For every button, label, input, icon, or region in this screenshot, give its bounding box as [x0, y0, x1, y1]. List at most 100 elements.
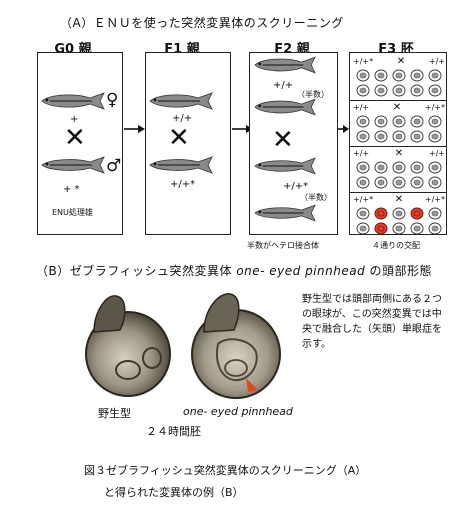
f3-embryo-icon — [410, 161, 424, 174]
title-b: （B）ゼブラフィッシュ突然変異体 one- eyed pinnhead の頭部形… — [36, 262, 432, 279]
f2-fish-1-icon — [254, 56, 316, 74]
wild-type-embryo-photo — [85, 295, 171, 397]
arrow-g0-f1-icon — [124, 125, 145, 133]
f3-embryo-icon — [392, 115, 406, 128]
f1-cross-mark: ✕ — [168, 123, 190, 153]
title-b-italic: one- eyed pinnhead — [236, 264, 366, 278]
f3-embryo-grid-1 — [356, 69, 444, 97]
f3-embryo-icon — [356, 207, 370, 220]
f3-row2-right: +/+* — [424, 103, 445, 112]
f3-embryo-grid-2 — [356, 115, 444, 143]
f3-embryo-icon — [374, 176, 388, 189]
f3-embryo-icon — [392, 207, 406, 220]
time-label: ２４時間胚 — [146, 425, 201, 438]
f3-embryo-icon — [356, 130, 370, 143]
f3-panel: +/+* ✕ +/+ +/+ ✕ +/+* +/+ ✕ +/+ +/+* ✕ +… — [349, 52, 447, 235]
f3-cross-row-2: +/+ ✕ +/+* — [353, 102, 445, 113]
figure-caption-line1: 図３ゼブラフィッシュ突然変異体のスクリーニング（A） — [84, 464, 367, 477]
f2-label-1-note: （半数） — [297, 90, 329, 99]
g0-cross-mark: ✕ — [64, 123, 86, 153]
description-text: 野生型では頭部両側にある２つの眼球が、この突然変異では中央で融合した（矢頭）単眼… — [302, 294, 442, 350]
f3-row1-left: +/+* — [353, 57, 374, 66]
arrow-f2-f3-icon — [338, 125, 349, 133]
f1-top-label: +/+ — [172, 113, 193, 124]
g0-male-label: + * — [63, 184, 80, 195]
wild-type-label: 野生型 — [98, 407, 131, 420]
f2-label-1: +/+ — [273, 80, 294, 91]
f2-label-2: +/+* — [283, 181, 309, 192]
mutant-label: one- eyed pinnhead — [183, 405, 293, 418]
f3-note: ４通りの交配 — [372, 241, 420, 250]
f3-embryo-icon — [410, 115, 424, 128]
f2-cross-mark: ✕ — [272, 125, 294, 155]
f2-note: 半数がヘテロ接合体 — [247, 241, 319, 250]
f3-embryo-icon — [410, 176, 424, 189]
f3-embryo-icon — [410, 84, 424, 97]
f2-fish-3-icon — [254, 157, 316, 175]
male-symbol: ♂ — [106, 156, 122, 176]
f3-row2-cross: ✕ — [392, 102, 402, 113]
f3-embryo-icon — [392, 176, 406, 189]
f3-embryo-icon — [428, 84, 442, 97]
f3-embryo-icon — [374, 115, 388, 128]
f3-embryo-icon — [428, 176, 442, 189]
g0-female-fish-icon — [41, 92, 105, 110]
f3-embryo-icon — [410, 222, 424, 235]
f3-embryo-icon — [374, 130, 388, 143]
f3-row4-right: +/+* — [424, 195, 445, 204]
f3-embryo-icon — [410, 130, 424, 143]
f3-embryo-grid-3 — [356, 161, 444, 189]
f3-row3-cross: ✕ — [394, 148, 404, 159]
f3-embryo-icon — [392, 130, 406, 143]
f3-embryo-icon — [356, 222, 370, 235]
f3-row4-left: +/+* — [353, 195, 374, 204]
f3-embryo-icon — [410, 69, 424, 82]
f3-row1-cross: ✕ — [396, 56, 406, 67]
f1-panel — [145, 52, 231, 235]
f1-fish-bottom-icon — [149, 156, 213, 174]
g0-note: ENU処理雄 — [52, 208, 93, 217]
f3-embryo-icon — [392, 161, 406, 174]
f2-panel — [249, 52, 338, 235]
f3-embryo-icon — [428, 222, 442, 235]
title-b-prefix: （B）ゼブラフィッシュ突然変異体 — [36, 264, 237, 278]
f3-embryo-icon — [392, 84, 406, 97]
f2-label-2-note: （半数） — [300, 193, 332, 202]
f3-cross-row-3: +/+ ✕ +/+ — [353, 148, 445, 159]
f1-bottom-label: +/+* — [170, 179, 196, 190]
title-b-suffix: の頭部形態 — [365, 264, 433, 278]
f3-embryo-icon — [356, 115, 370, 128]
f3-cross-row-4: +/+* ✕ +/+* — [353, 194, 445, 205]
f3-mutant-embryo-icon — [374, 222, 388, 235]
f3-embryo-icon — [428, 161, 442, 174]
f3-row4-cross: ✕ — [394, 194, 404, 205]
f3-embryo-icon — [392, 222, 406, 235]
f3-embryo-icon — [374, 84, 388, 97]
f2-fish-4-icon — [254, 204, 316, 222]
f3-embryo-icon — [356, 84, 370, 97]
g0-male-fish-icon — [41, 156, 105, 174]
f3-embryo-icon — [428, 69, 442, 82]
f3-mutant-embryo-icon — [374, 207, 388, 220]
f3-row3-right: +/+ — [428, 149, 445, 158]
female-symbol: ♀ — [106, 90, 119, 110]
f3-row2-left: +/+ — [353, 103, 370, 112]
f3-embryo-icon — [428, 130, 442, 143]
f3-embryo-icon — [356, 161, 370, 174]
f3-embryo-icon — [428, 207, 442, 220]
f1-fish-top-icon — [149, 92, 213, 110]
title-a: （A）ＥＮＵを使った突然変異体のスクリーニング — [60, 16, 344, 30]
g0-panel — [37, 52, 123, 235]
mutant-embryo-photo — [191, 293, 281, 399]
g0-female-label: + — [70, 114, 79, 125]
f3-embryo-icon — [374, 69, 388, 82]
f3-embryo-icon — [428, 115, 442, 128]
f2-fish-2-icon — [254, 98, 316, 116]
f3-row3-left: +/+ — [353, 149, 370, 158]
f3-embryo-icon — [356, 176, 370, 189]
f3-cross-row-1: +/+* ✕ +/+ — [353, 56, 445, 67]
f3-row1-right: +/+ — [428, 57, 445, 66]
f3-mutant-embryo-icon — [410, 207, 424, 220]
figure-caption-line2: と得られた変異体の例（B） — [104, 486, 244, 499]
f3-embryo-icon — [374, 161, 388, 174]
